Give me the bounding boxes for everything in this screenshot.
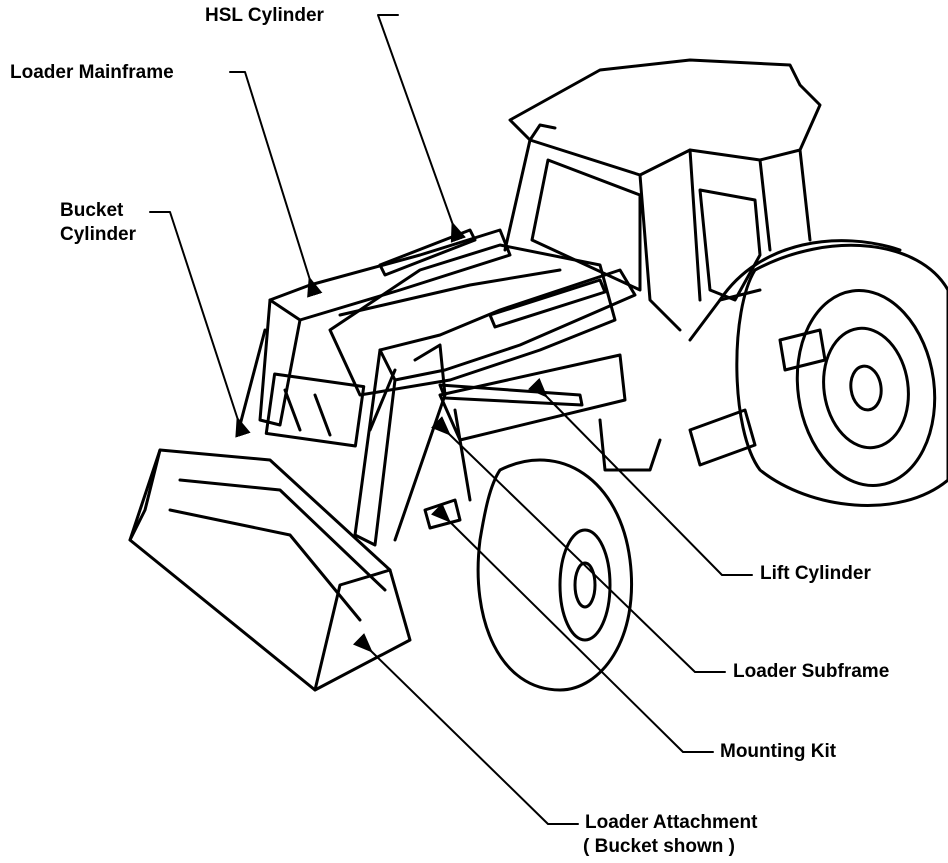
cab-frame: [503, 138, 812, 332]
loader-subframe: [438, 353, 627, 442]
label-loader-subframe: Loader Subframe: [733, 661, 890, 682]
rear-wheel: [735, 243, 948, 507]
leader-bucket-cylinder: [149, 211, 251, 438]
loader-mainframe-far: [268, 228, 512, 322]
leader-loader-subframe: [430, 416, 726, 673]
label-loader-attachment-line1: Loader Attachment: [585, 812, 758, 833]
tractor-grille: [264, 372, 366, 448]
leader-lift-cylinder: [528, 377, 753, 576]
hsl-cylinder-near: [488, 278, 607, 329]
label-loader-mainframe: Loader Mainframe: [10, 62, 174, 83]
label-mounting-kit: Mounting Kit: [720, 741, 837, 762]
label-bucket-cylinder-line1: Bucket: [60, 200, 124, 221]
loader-mainframe-near: [378, 268, 637, 382]
bucket-cylinder: [238, 328, 267, 427]
leader-hsl-cylinder: [377, 14, 466, 243]
label-bucket-cylinder-line2: Cylinder: [60, 224, 137, 245]
front-wheel: [476, 458, 633, 692]
mounting-kit: [423, 498, 462, 530]
leader-mounting-kit: [430, 503, 714, 753]
label-loader-attachment-line2: ( Bucket shown ): [583, 836, 736, 857]
lift-cylinder: [438, 383, 584, 407]
leader-loader-attachment: [352, 633, 579, 825]
bucket: [128, 448, 412, 692]
label-hsl-cylinder: HSL Cylinder: [205, 5, 324, 26]
cab-roof: [508, 58, 822, 177]
leader-loader-mainframe: [229, 71, 323, 298]
hsl-cylinder: [378, 228, 477, 277]
tractor-hood: [328, 243, 617, 397]
label-lift-cylinder: Lift Cylinder: [760, 563, 871, 584]
